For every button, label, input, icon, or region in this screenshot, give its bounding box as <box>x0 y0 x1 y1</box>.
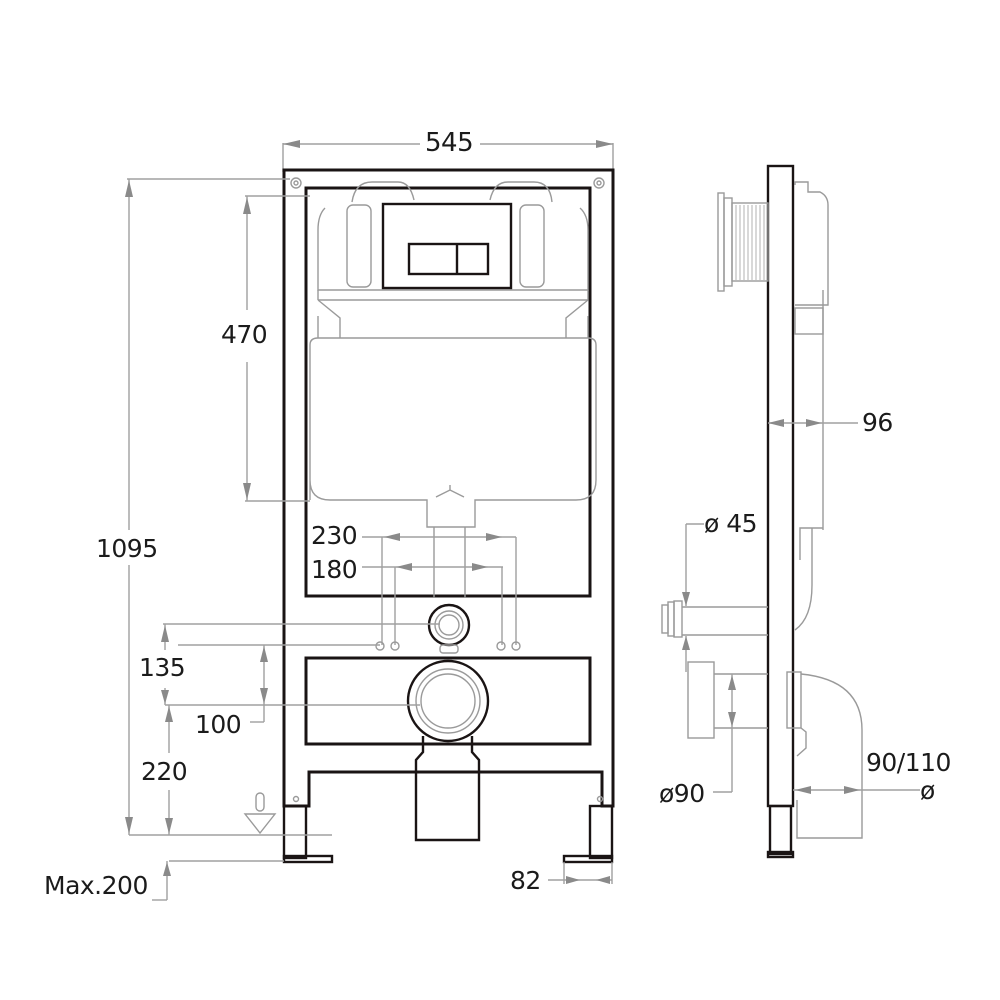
label-drain-diameter: 90/110 <box>866 748 951 777</box>
dimension-width <box>282 140 614 172</box>
inlet-pipe <box>661 523 768 672</box>
dimension-cistern-height <box>243 195 310 502</box>
label-supply-height: 135 <box>139 653 186 682</box>
label-outlet-diameter: ø90 <box>659 779 705 808</box>
dimension-max-height <box>152 860 284 901</box>
frame <box>282 168 615 808</box>
label-inlet-diameter: ø 45 <box>704 509 758 538</box>
flush-actuator <box>717 192 769 292</box>
label-foot-width: 82 <box>510 866 541 895</box>
cistern-tank <box>309 181 597 598</box>
label-depth: 96 <box>862 408 893 437</box>
dual-flush-button <box>407 242 490 276</box>
label-width: 545 <box>425 128 474 158</box>
label-inlet-spacing-outer: 230 <box>311 521 358 550</box>
label-max-floor-height: Max.200 <box>44 871 148 900</box>
label-drain-height: 220 <box>141 757 188 786</box>
outlet-pipe <box>687 661 768 793</box>
floor-level-icon <box>243 792 277 835</box>
label-bolt-offset: 100 <box>195 710 242 739</box>
label-total-height: 1095 <box>96 534 158 563</box>
side-view <box>661 164 920 859</box>
dimension-lower <box>161 623 440 835</box>
label-inlet-spacing-inner: 180 <box>311 555 358 584</box>
drain-bend <box>786 671 920 839</box>
bolt-icon <box>593 177 605 189</box>
flush-plate <box>381 202 513 290</box>
label-cistern-height: 470 <box>221 320 268 349</box>
dimension-total-height <box>125 178 332 836</box>
floor-legs <box>282 804 614 864</box>
water-inlet <box>427 603 471 654</box>
dimension-depth <box>768 419 858 427</box>
front-view <box>125 140 615 901</box>
cistern-side <box>794 181 829 631</box>
label-drain-diameter-symbol: ø <box>920 776 935 805</box>
dimension-inlet-spacing <box>362 533 521 651</box>
drain-outlet <box>406 659 490 842</box>
bolt-icon <box>290 177 302 189</box>
dimension-foot-width <box>548 862 613 884</box>
